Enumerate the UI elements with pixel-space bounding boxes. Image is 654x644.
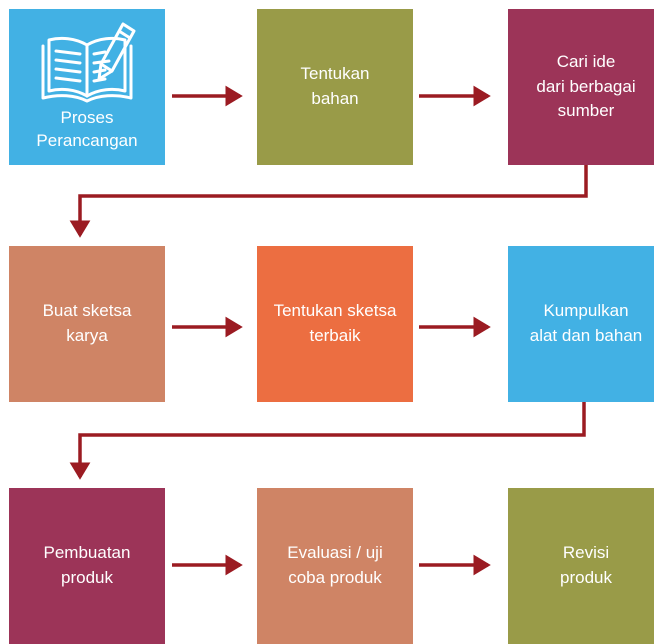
step-label: Tentukan sketsa terbaik: [273, 301, 397, 345]
step-proses-perancangan: Proses Perancangan: [9, 9, 165, 165]
step-tentukan-bahan: Tentukan bahan: [257, 9, 413, 165]
step-pembuatan-produk: Pembuatan produk: [9, 488, 165, 644]
step-buat-sketsa: Buat sketsa karya: [9, 246, 165, 402]
step-label: Pembuatan produk: [43, 543, 131, 587]
arrow-3-4: [69, 165, 588, 238]
step-revisi-produk: Revisi produk: [508, 488, 654, 644]
book-pencil-icon: [41, 22, 136, 103]
arrow-6-7: [69, 402, 586, 480]
step-cari-ide: Cari ide dari berbagai sumber: [508, 9, 654, 165]
step-label: Cari ide dari berbagai sumber: [536, 52, 636, 121]
step-label: Buat sketsa karya: [42, 301, 132, 345]
step-kumpulkan-alat: Kumpulkan alat dan bahan: [508, 246, 654, 402]
step-label: Evaluasi / uji coba produk: [287, 543, 383, 587]
step-label: Kumpulkan alat dan bahan: [529, 301, 643, 345]
step-label: Revisi produk: [560, 543, 612, 587]
step-label: Tentukan bahan: [300, 64, 370, 108]
step-evaluasi: Evaluasi / uji coba produk: [257, 488, 413, 644]
step-tentukan-sketsa: Tentukan sketsa terbaik: [257, 246, 413, 402]
step-label: Proses Perancangan: [36, 108, 138, 150]
